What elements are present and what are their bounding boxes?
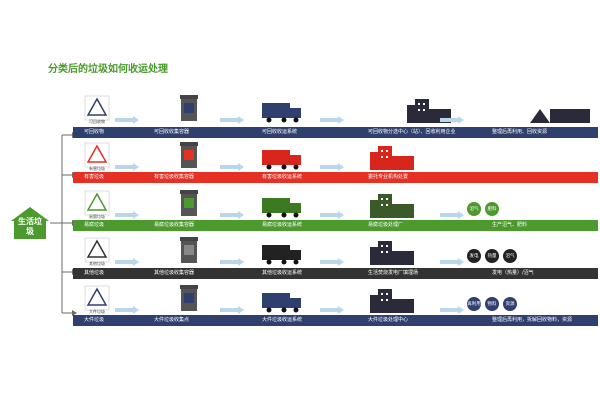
flow-arrow-icon <box>440 299 464 314</box>
category-symbol-icon <box>84 237 110 271</box>
flow-arrow-icon <box>115 109 139 124</box>
flow-arrow-icon <box>115 204 139 219</box>
band-label: 整理后再利用，拆解回收物料，资源 <box>492 317 573 323</box>
processing-facility-icon <box>368 192 416 224</box>
band-label: 可回收物 <box>84 129 105 135</box>
category-caption: 有害垃圾 <box>89 166 105 171</box>
row-band: 易腐垃圾 易腐垃圾收集容器 易腐垃圾收运系统 易腐垃圾处理厂 生产沼气、肥料 <box>73 220 598 231</box>
category-symbol-icon <box>84 95 110 129</box>
transport-truck-icon <box>262 101 302 127</box>
category-caption: 易腐垃圾 <box>89 214 105 219</box>
band-label: 有害垃圾收运系统 <box>262 174 303 180</box>
flow-arrow-icon <box>220 109 244 124</box>
category-symbol-icon <box>84 190 110 224</box>
band-label: 大件垃圾 <box>84 317 105 323</box>
collection-bin-icon <box>178 188 200 222</box>
processing-facility-icon <box>368 287 416 319</box>
reuse-building-icon <box>530 101 592 129</box>
band-label: 大件垃圾处理中心 <box>368 317 409 323</box>
flow-arrow-icon <box>440 204 464 219</box>
output-bubble: 沼气 <box>467 202 481 216</box>
output-bubble: 资源 <box>503 297 517 311</box>
row-band: 其他垃圾 其他垃圾收集容器 其他垃圾收运系统 生活焚烧发电厂填埋场 发电（热量）/沼气 <box>73 268 598 279</box>
flow-arrow-icon <box>220 156 244 171</box>
band-label: 可回收收集容器 <box>154 129 190 135</box>
output-bubble: 物料 <box>485 297 499 311</box>
band-label: 其他垃圾收集容器 <box>154 270 195 276</box>
band-label: 委托专业机构处置 <box>368 174 409 180</box>
band-label: 其他垃圾 <box>84 270 105 276</box>
band-label: 生产沼气、肥料 <box>492 222 528 228</box>
flow-arrow-icon <box>320 156 344 171</box>
collection-bin-icon <box>178 283 200 317</box>
flow-arrow-icon <box>440 109 464 124</box>
transport-truck-icon <box>262 196 302 222</box>
flow-arrow-icon <box>115 156 139 171</box>
transport-truck-icon <box>262 243 302 269</box>
band-label: 生活焚烧发电厂填埋场 <box>368 270 419 276</box>
flow-arrow-icon <box>440 251 464 266</box>
band-label: 易腐垃圾处理厂 <box>368 222 404 228</box>
band-label: 有害垃圾收集容器 <box>154 174 195 180</box>
band-label: 易腐垃圾 <box>84 222 105 228</box>
diagram-title: 分类后的垃圾如何收运处理 <box>48 64 168 75</box>
category-symbol-icon <box>84 285 110 319</box>
row-band: 有害垃圾 有害垃圾收集容器 有害垃圾收运系统 委托专业机构处置 <box>73 172 598 183</box>
flow-arrow-icon <box>220 251 244 266</box>
category-caption: 其他垃圾 <box>89 261 105 266</box>
row-band: 大件垃圾 大件垃圾收集点 大件垃圾收运系统 大件垃圾处理中心 整理后再利用，拆解回收物料… <box>73 315 598 326</box>
band-label: 大件垃圾收集点 <box>154 317 190 323</box>
category-caption: 可回收物 <box>89 119 105 124</box>
category-symbol-icon <box>84 142 110 176</box>
output-bubble: 热量 <box>485 249 499 263</box>
band-label: 有害垃圾 <box>84 174 105 180</box>
flow-arrow-icon <box>320 204 344 219</box>
output-bubble: 沼气 <box>503 249 517 263</box>
band-label: 易腐垃圾收集容器 <box>154 222 195 228</box>
category-caption: 大件垃圾 <box>89 309 105 314</box>
band-label: 可回收收运系统 <box>262 129 298 135</box>
flow-arrow-icon <box>320 299 344 314</box>
output-bubble: 再利用 <box>467 297 481 311</box>
flow-arrow-icon <box>115 251 139 266</box>
transport-truck-icon <box>262 148 302 174</box>
flow-arrow-icon <box>220 204 244 219</box>
root-house-icon: 生活垃圾 <box>10 206 50 240</box>
collection-bin-icon <box>178 93 200 127</box>
output-bubble: 肥料 <box>485 202 499 216</box>
processing-facility-icon <box>368 144 416 176</box>
flow-arrow-icon <box>320 109 344 124</box>
processing-facility-icon <box>368 239 416 271</box>
collection-bin-icon <box>178 140 200 174</box>
band-label: 其他垃圾收运系统 <box>262 270 303 276</box>
flow-arrow-icon <box>115 299 139 314</box>
band-label: 发电（热量）/沼气 <box>492 270 534 276</box>
band-label: 可回收物分选中心（站）、回收利用企业 <box>368 129 456 135</box>
band-label: 易腐垃圾收运系统 <box>262 222 303 228</box>
band-label: 整理后再利用、回收资源 <box>492 129 548 135</box>
collection-bin-icon <box>178 235 200 269</box>
transport-truck-icon <box>262 291 302 317</box>
band-label: 大件垃圾收运系统 <box>262 317 303 323</box>
output-bubble: 发电 <box>467 249 481 263</box>
root-label: 生活垃圾 <box>18 217 42 236</box>
flow-arrow-icon <box>220 299 244 314</box>
row-band: 可回收物 可回收收集容器 可回收收运系统 可回收物分选中心（站）、回收利用企业 整理后再… <box>73 127 598 138</box>
flow-arrow-icon <box>320 251 344 266</box>
